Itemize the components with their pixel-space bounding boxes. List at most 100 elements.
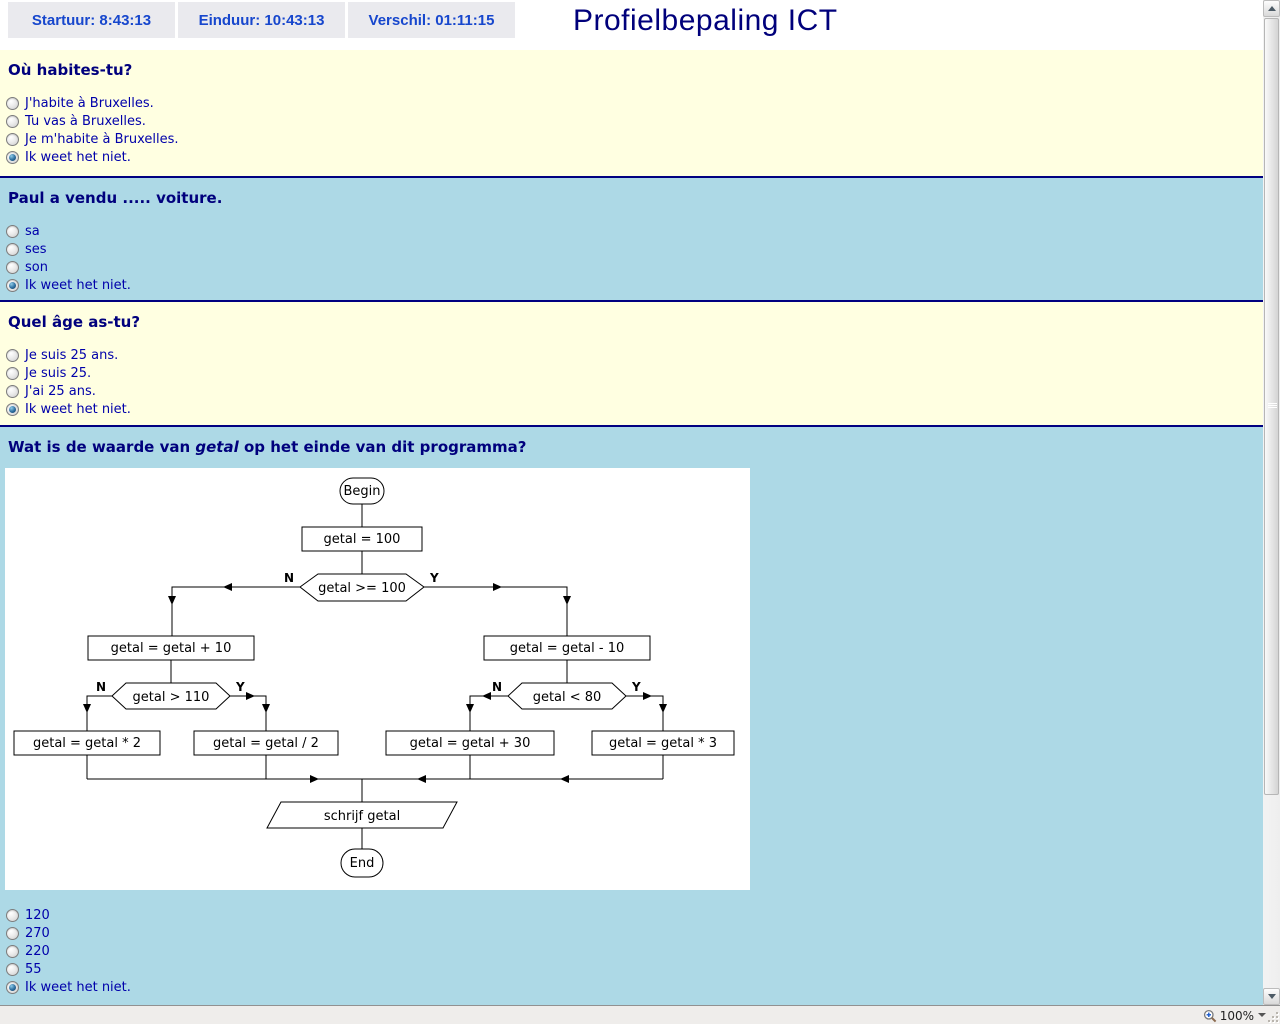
option-label: Ik weet het niet. (25, 149, 131, 165)
flow-node-init (301, 526, 423, 552)
option-row[interactable]: J'habite à Bruxelles. (6, 94, 179, 112)
option-label: J'habite à Bruxelles. (25, 95, 154, 111)
question-1-title: Où habites-tu? (8, 61, 133, 79)
option-label: son (25, 259, 48, 275)
flow-node-begin (339, 477, 385, 505)
option-row[interactable]: 270 (6, 924, 131, 942)
question-section-3: Quel âge as-tu? Je suis 25 ans. Je suis … (0, 302, 1263, 427)
option-label: Je suis 25. (25, 365, 92, 381)
end-time-box: Einduur: 10:43:13 (178, 2, 345, 38)
option-row[interactable]: Je suis 25 ans. (6, 346, 131, 364)
flow-label-output: schrijf getal (324, 809, 400, 824)
radio-button[interactable] (6, 944, 19, 958)
zoom-control[interactable]: 100% (1203, 1007, 1254, 1024)
radio-button[interactable] (6, 260, 19, 274)
end-time-label: Einduur: 10:43:13 (198, 11, 325, 29)
scroll-up-button[interactable] (1263, 0, 1280, 17)
option-label: J'ai 25 ans. (25, 383, 96, 399)
flow-decision-right (507, 682, 627, 710)
question-1-options: J'habite à Bruxelles. Tu vas à Bruxelles… (6, 94, 179, 166)
flow-label-right-no: getal = getal + 30 (410, 736, 531, 751)
flow-node-right-no (385, 730, 555, 756)
flow-label-yes-sub: getal = getal - 10 (510, 641, 625, 656)
scrollbar-grip-icon (1268, 403, 1277, 409)
chevron-down-icon (1267, 994, 1276, 999)
question-2-title: Paul a vendu ..... voiture. (8, 189, 223, 207)
radio-button-selected[interactable] (6, 980, 19, 994)
option-row[interactable]: J'ai 25 ans. (6, 382, 131, 400)
status-bar: 100% (0, 1005, 1280, 1024)
radio-button[interactable] (6, 384, 19, 398)
question-4-options: 120 270 220 55 Ik weet het niet. (6, 906, 131, 996)
flow-node-left-no (13, 730, 161, 756)
flow-label-end: End (350, 856, 375, 871)
flow-label-begin: Begin (343, 484, 380, 499)
option-row[interactable]: Tu vas à Bruxelles. (6, 112, 179, 130)
chevron-up-icon (1267, 6, 1276, 11)
flow-label-left-no: getal = getal * 2 (33, 736, 141, 751)
flow-branch-n-label: N (284, 571, 294, 585)
flow-node-left-yes (193, 730, 339, 756)
option-label: Je m'habite à Bruxelles. (25, 131, 179, 147)
flow-branch-y-label: Y (429, 571, 439, 585)
option-label: 270 (25, 925, 50, 941)
radio-button[interactable] (6, 348, 19, 362)
option-row[interactable]: Je m'habite à Bruxelles. (6, 130, 179, 148)
flow-label-right-yes: getal = getal * 3 (609, 736, 717, 751)
option-row[interactable]: 55 (6, 960, 131, 978)
radio-button[interactable] (6, 242, 19, 256)
option-row[interactable]: 220 (6, 942, 131, 960)
difference-time-box: Verschil: 01:11:15 (348, 2, 515, 38)
flowchart-panel: Begin getal = 100 getal >= 100 getal = g… (5, 468, 750, 890)
zoom-level-label: 100% (1219, 1008, 1254, 1023)
start-time-box: Startuur: 8:43:13 (8, 2, 175, 38)
vertical-scrollbar[interactable] (1263, 0, 1280, 1005)
option-row[interactable]: son (6, 258, 131, 276)
flow-branch-y-label: Y (631, 680, 641, 694)
radio-button-selected[interactable] (6, 278, 19, 292)
option-label: sa (25, 223, 40, 239)
radio-button[interactable] (6, 132, 19, 146)
option-row[interactable]: Je suis 25. (6, 364, 131, 382)
radio-button[interactable] (6, 114, 19, 128)
option-row[interactable]: ses (6, 240, 131, 258)
flow-branch-n-label: N (96, 680, 106, 694)
option-row[interactable]: Ik weet het niet. (6, 400, 131, 418)
question-4-title: Wat is de waarde van getal op het einde … (8, 438, 526, 456)
flow-decision-main (299, 573, 425, 602)
radio-button-selected[interactable] (6, 150, 19, 164)
flow-node-right-yes (591, 730, 735, 756)
zoom-dropdown-caret-icon[interactable] (1258, 1013, 1266, 1017)
question-4-title-var: getal (195, 438, 239, 456)
difference-time-label: Verschil: 01:11:15 (368, 11, 495, 29)
magnifier-plus-icon (1203, 1009, 1216, 1022)
option-row[interactable]: Ik weet het niet. (6, 148, 179, 166)
radio-button[interactable] (6, 926, 19, 940)
option-label: Tu vas à Bruxelles. (25, 113, 146, 129)
question-4-title-suffix: op het einde van dit programma? (238, 438, 527, 456)
question-3-title: Quel âge as-tu? (8, 313, 141, 331)
flow-label-left-yes: getal = getal / 2 (213, 736, 319, 751)
radio-button[interactable] (6, 224, 19, 238)
page-title: Profielbepaling ICT (573, 4, 838, 37)
option-row[interactable]: Ik weet het niet. (6, 978, 131, 996)
option-label: Ik weet het niet. (25, 401, 131, 417)
option-label: 220 (25, 943, 50, 959)
option-row[interactable]: 120 (6, 906, 131, 924)
start-time-label: Startuur: 8:43:13 (31, 11, 152, 29)
question-section-2: Paul a vendu ..... voiture. sa ses son I… (0, 178, 1263, 302)
option-row[interactable]: sa (6, 222, 131, 240)
option-label: 55 (25, 961, 42, 977)
question-4-title-prefix: Wat is de waarde van (8, 438, 196, 456)
radio-button[interactable] (6, 96, 19, 110)
resize-grip-icon (1267, 1011, 1279, 1023)
radio-button-selected[interactable] (6, 402, 19, 416)
radio-button[interactable] (6, 908, 19, 922)
scrollbar-thumb[interactable] (1264, 18, 1279, 795)
scroll-down-button[interactable] (1263, 988, 1280, 1005)
radio-button[interactable] (6, 962, 19, 976)
question-section-4: Wat is de waarde van getal op het einde … (0, 427, 1263, 1005)
radio-button[interactable] (6, 366, 19, 380)
option-label: Ik weet het niet. (25, 277, 131, 293)
option-row[interactable]: Ik weet het niet. (6, 276, 131, 294)
